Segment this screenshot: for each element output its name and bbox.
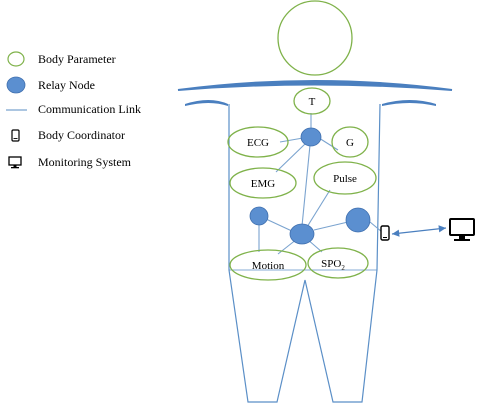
- link-relay-top-emg: [275, 143, 306, 173]
- link-relay-top-ecg: [279, 137, 304, 143]
- relay-node-icon: [6, 76, 26, 94]
- sensor-emg-label: EMG: [251, 178, 276, 190]
- sensor-pulse-label: Pulse: [333, 173, 357, 185]
- legend-communication-link-label: Communication Link: [38, 102, 141, 116]
- sensors: T ECG G EMG Pulse Motion SPO2: [227, 87, 377, 281]
- sensor-motion-label: Motion: [252, 260, 285, 272]
- sensor-spo2-label: SPO2: [321, 258, 345, 272]
- legend-body-coordinator-label: Body Coordinator: [38, 128, 125, 142]
- legend-item-body-coordinator: Body Coordinator: [11, 128, 125, 142]
- monitor-icon: [8, 156, 22, 169]
- link-relay-top-center: [301, 144, 311, 227]
- body-outline: [228, 103, 381, 403]
- legend-body-parameter-label: Body Parameter: [38, 52, 116, 66]
- body-parameter-icon: [7, 51, 25, 67]
- link-center-relay-right: [313, 221, 349, 231]
- monitoring-system: [449, 218, 475, 241]
- sensor-g-label: G: [346, 137, 354, 149]
- relay-node-center: [289, 223, 315, 245]
- relay-node-top: [300, 127, 322, 147]
- legend-item-communication-link: Communication Link: [6, 102, 141, 116]
- sensor-pulse: Pulse: [313, 161, 377, 195]
- legend-relay-node-label: Relay Node: [38, 78, 95, 92]
- legend-item-body-parameter: Body Parameter: [7, 51, 116, 67]
- sensor-motion: Motion: [229, 249, 307, 281]
- head: [277, 0, 353, 76]
- legend: Body Parameter Relay Node Communication …: [6, 51, 141, 169]
- link-center-relay-left: [265, 218, 295, 233]
- body-figure: [177, 0, 453, 403]
- sensor-t-label: T: [309, 96, 316, 108]
- sensor-ecg-label: ECG: [247, 137, 269, 149]
- sensor-t: T: [293, 87, 331, 115]
- sensor-g: G: [331, 126, 369, 158]
- sensor-emg: EMG: [229, 167, 297, 199]
- legend-item-monitoring-system: Monitoring System: [8, 155, 132, 169]
- link-center-pulse: [306, 189, 331, 228]
- relay-node-left: [249, 206, 269, 226]
- link-relay-right-coordinator: [369, 221, 383, 233]
- relay-nodes: [249, 127, 371, 245]
- link-relay-top-g: [318, 137, 339, 151]
- sensor-spo2: SPO2: [307, 247, 369, 279]
- sensor-ecg: ECG: [227, 126, 289, 158]
- monitor-icon: [449, 218, 475, 241]
- legend-monitoring-system-label: Monitoring System: [38, 155, 132, 169]
- phone-icon: [380, 225, 390, 241]
- coordinator-monitor-link: [391, 225, 447, 237]
- relay-node-right: [345, 207, 371, 233]
- shoulder-bar: [177, 80, 453, 91]
- phone-icon: [11, 129, 20, 142]
- legend-item-relay-node: Relay Node: [6, 76, 95, 94]
- body-coordinator: [380, 225, 390, 241]
- left-arm-cap: [185, 100, 228, 106]
- right-arm-cap: [382, 100, 436, 106]
